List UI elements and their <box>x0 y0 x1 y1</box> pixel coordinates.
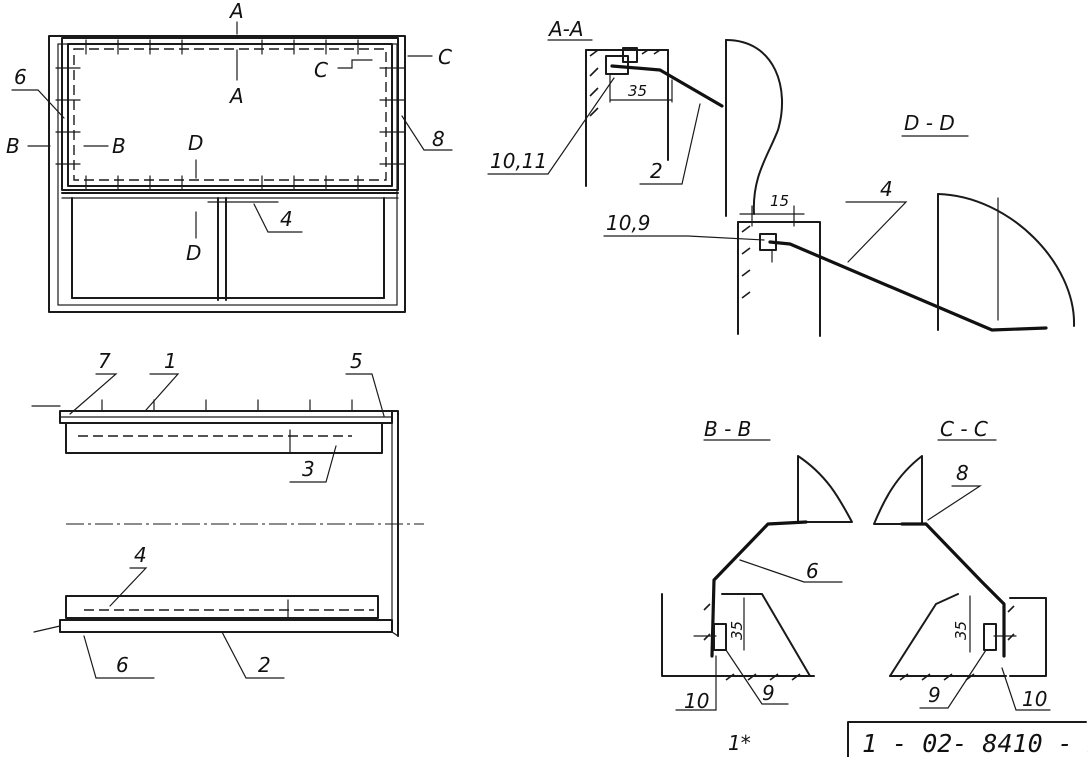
callout-10-bb: 10 <box>684 689 709 713</box>
section-title-b-b: B - B <box>704 417 751 441</box>
hatch-b <box>703 603 801 681</box>
drawing-number: 1 - 02- 8410 - 207 <box>862 729 1088 757</box>
hatch-c <box>899 605 1015 681</box>
dim-35-cc: 35 <box>952 621 970 640</box>
callout-3-plan: 3 <box>302 457 315 481</box>
dim-35-bb: 35 <box>728 621 746 640</box>
front-view <box>11 21 453 313</box>
sheet-mark: 1* <box>728 731 751 755</box>
plan-view <box>31 373 424 679</box>
cut-mark-b-left: B <box>6 134 20 158</box>
section-a-a <box>487 39 783 217</box>
callout-9-bb: 9 <box>762 681 775 705</box>
title-block-frame <box>847 721 1087 757</box>
callout-2-aa: 2 <box>650 159 663 183</box>
callout-6-bb: 6 <box>806 559 819 583</box>
cut-mark-d-bottom: D <box>186 241 201 265</box>
cut-mark-c-left: C <box>314 58 328 82</box>
callout-10-11-aa: 10,11 <box>490 149 547 173</box>
callout-2-plan: 2 <box>258 653 271 677</box>
dim-15-dd: 15 <box>770 192 789 210</box>
section-b-b <box>661 439 853 711</box>
callout-10-9-dd: 10,9 <box>606 211 651 235</box>
callout-6-plan: 6 <box>116 653 129 677</box>
fastener-ticks <box>55 39 405 191</box>
section-title-c-c: C - C <box>940 417 988 441</box>
callout-4-front: 4 <box>280 207 293 231</box>
callout-4-plan: 4 <box>134 543 147 567</box>
dim-35-aa: 35 <box>628 82 647 100</box>
section-d-d <box>603 135 1076 337</box>
callout-9-cc: 9 <box>928 683 941 707</box>
section-c-c <box>873 439 1051 711</box>
callout-8-front: 8 <box>432 127 445 151</box>
callout-1-plan: 1 <box>164 349 177 373</box>
plan-ticks <box>101 399 353 412</box>
hatch-a <box>589 49 661 117</box>
section-title-d-d: D - D <box>904 111 955 135</box>
cut-mark-b-right: B <box>112 134 126 158</box>
callout-4-dd: 4 <box>880 177 893 201</box>
cut-mark-a-top: A <box>228 0 244 23</box>
callout-7-plan: 7 <box>98 349 111 373</box>
section-title-a-a: A-A <box>547 17 584 41</box>
cut-mark-d-top: D <box>188 131 203 155</box>
hatch-d <box>741 225 751 299</box>
callout-8-cc: 8 <box>956 461 969 485</box>
cut-mark-c-right: C <box>438 45 452 69</box>
callout-5-plan: 5 <box>350 349 363 373</box>
cut-mark-a-bottom: A <box>228 84 244 108</box>
callout-10-cc: 10 <box>1022 687 1047 711</box>
callout-6-front: 6 <box>14 65 27 89</box>
